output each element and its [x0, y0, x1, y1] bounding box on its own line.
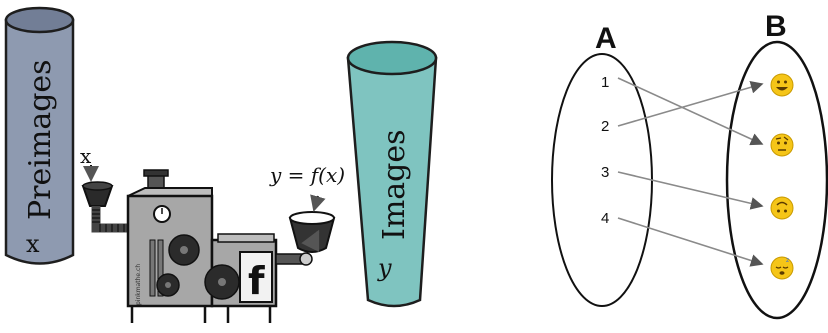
set-a-element: 2 — [601, 118, 609, 135]
arrow-2 — [617, 80, 764, 127]
face-with-raised-eyebrow-emoji — [770, 133, 794, 157]
machine-watermark: pinkmathe.ch — [135, 264, 142, 305]
function-machine-panel: Preimages x x — [4, 6, 438, 323]
images-label: Images — [377, 129, 412, 240]
sleeping-face-emoji: z — [770, 256, 794, 280]
set-b-label: B — [765, 10, 787, 43]
equation-arrow-icon — [310, 194, 326, 212]
mapping-diagram: A B 1 2 3 4 — [551, 10, 828, 320]
preimages-label: Preimages — [23, 59, 58, 220]
gear-icon — [168, 234, 200, 266]
gear-icon — [204, 264, 240, 300]
mapping-arrows — [617, 77, 764, 267]
images-variable: y — [377, 254, 392, 282]
set-a-element: 4 — [601, 210, 609, 227]
preimages-cylinder: Preimages x — [4, 6, 75, 265]
gear-icon — [156, 273, 180, 297]
set-a-element: 1 — [601, 74, 609, 91]
equation-label: y = f(x) — [269, 163, 345, 187]
set-b-ellipse — [725, 40, 828, 320]
set-a-label: A — [595, 22, 617, 55]
svg-text:z: z — [786, 257, 789, 264]
arrow-4 — [617, 217, 764, 267]
output-funnel — [288, 211, 336, 253]
input-funnel — [81, 181, 130, 233]
arrow-1 — [617, 77, 764, 146]
arrow-3 — [617, 171, 764, 210]
input-x-label: x — [80, 144, 92, 168]
function-symbol: f — [248, 259, 265, 303]
preimages-variable: x — [26, 230, 40, 258]
machine-body: pinkmathe.ch f — [126, 169, 313, 323]
set-a-element: 3 — [601, 164, 609, 181]
grinning-face-emoji — [770, 73, 794, 97]
upside-down-face-emoji — [770, 196, 794, 220]
images-cylinder: Images y — [346, 40, 438, 308]
